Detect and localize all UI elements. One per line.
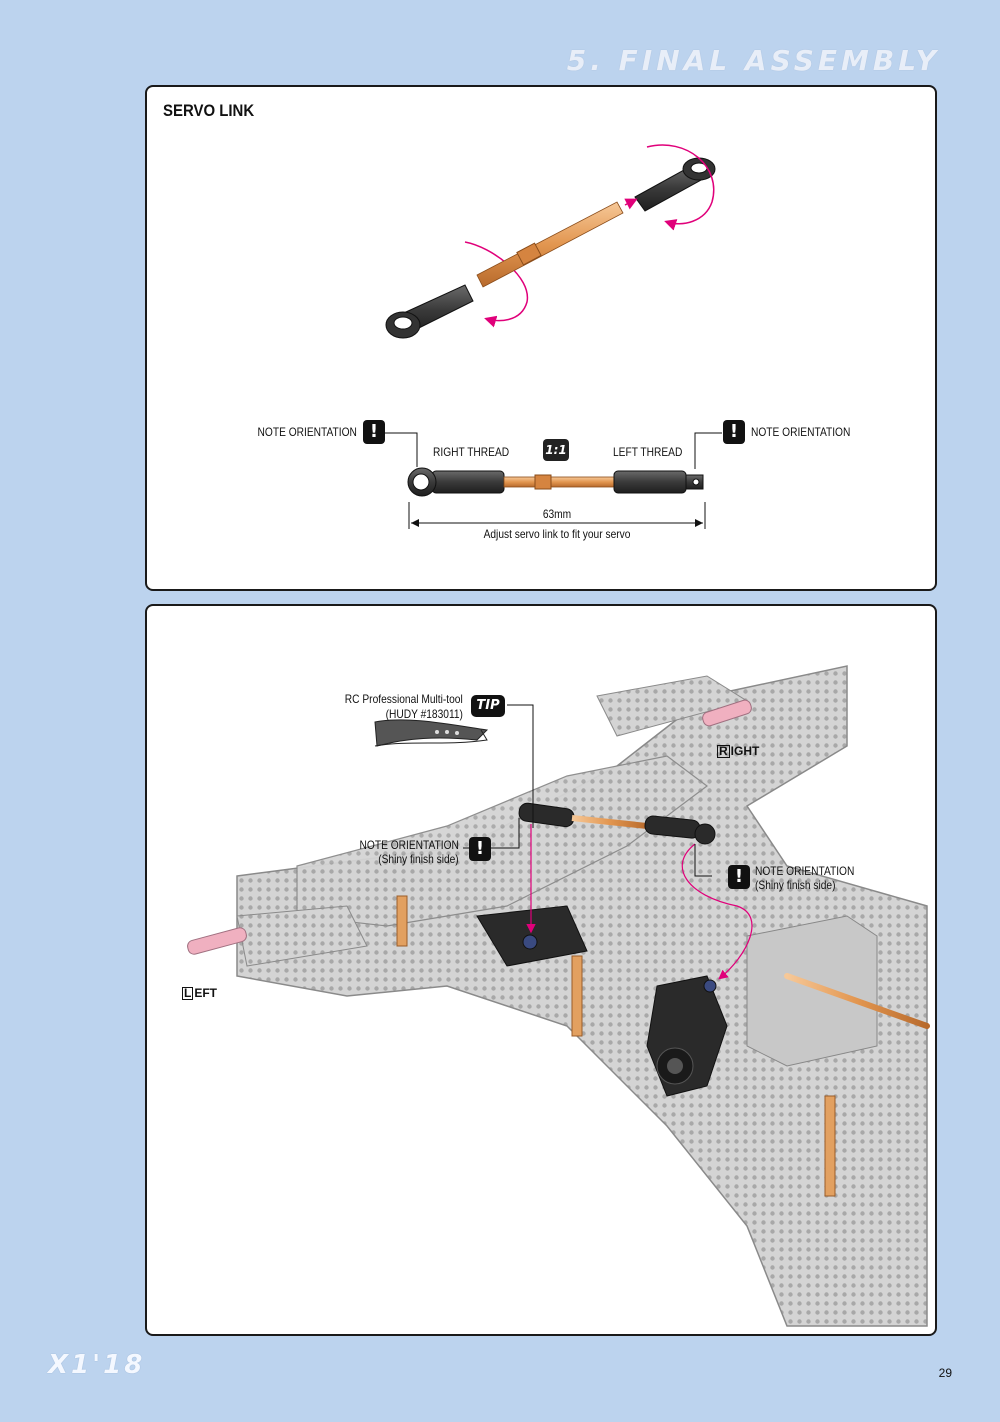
panel-title: SERVO LINK <box>163 101 255 120</box>
servo-link-panel: SERVO LINK <box>145 85 937 591</box>
standoff <box>824 1095 836 1197</box>
exclamation-icon: ! <box>363 420 385 444</box>
right-thread-label: RIGHT THREAD <box>433 445 510 459</box>
note-orientation-left: NOTE ORIENTATION <box>257 425 357 439</box>
note-orientation-1: NOTE ORIENTATION <box>359 838 459 852</box>
section-title: 5. FINAL ASSEMBLY <box>566 44 940 77</box>
adjust-note: Adjust servo link to fit your servo <box>483 527 631 541</box>
servo-link-exploded-illustration <box>385 144 722 529</box>
brand-logo: X1'18 <box>48 1350 146 1380</box>
servo-saver <box>476 905 588 967</box>
page-number: 29 <box>938 1366 952 1380</box>
scale-1-1-icon: 1:1 <box>543 439 569 461</box>
exclamation-icon: ! <box>723 420 745 444</box>
guide-arrow-2 <box>681 843 753 980</box>
chassis-assembly-panel: RC Professional Multi-tool (HUDY #183011… <box>145 604 937 1336</box>
rotate-arrow-right <box>646 144 715 231</box>
multi-tool-illustration <box>374 719 489 747</box>
exclamation-icon: ! <box>469 837 491 861</box>
chassis-illustration <box>187 665 930 1327</box>
note-orientation-2-sub: (Shiny finish side) <box>755 878 836 892</box>
dimension-line <box>408 502 706 529</box>
ball-cup-left <box>385 284 474 339</box>
exclamation-icon: ! <box>728 865 750 889</box>
note-orientation-2: NOTE ORIENTATION <box>755 864 855 878</box>
length-label: 63mm <box>542 507 572 521</box>
note-orientation-1-sub: (Shiny finish side) <box>378 852 459 866</box>
tip-icon: TIP <box>471 695 505 717</box>
servo-horn <box>646 975 728 1097</box>
tool-part-number: (HUDY #183011) <box>385 707 463 721</box>
left-axle <box>187 927 247 955</box>
note-orientation-right: NOTE ORIENTATION <box>751 425 851 439</box>
left-thread-label: LEFT THREAD <box>613 445 683 459</box>
turnbuckle-rod <box>476 201 624 288</box>
rotate-arrow-left <box>464 241 529 328</box>
tool-name: RC Professional Multi-tool <box>345 692 463 706</box>
servo-link-assembled <box>407 467 704 497</box>
right-axle <box>702 699 752 727</box>
servo <box>746 915 878 1067</box>
ball-cup-right <box>634 157 716 212</box>
left-arm <box>236 905 368 967</box>
